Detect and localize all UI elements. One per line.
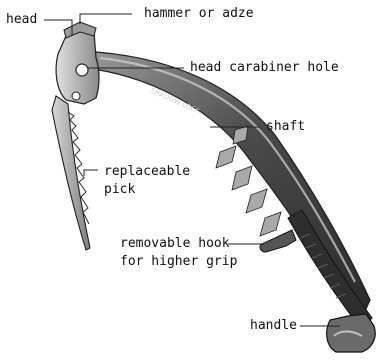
- handle-spike: [327, 314, 376, 352]
- label-pick-line2: pick: [104, 182, 135, 198]
- label-hook-line1: removable hook: [120, 236, 230, 252]
- head-hole-lower: [72, 92, 80, 100]
- leader-hammer: [80, 14, 132, 24]
- label-hammer: hammer or adze: [144, 6, 254, 22]
- label-shaft: shaft: [266, 119, 305, 135]
- label-carabiner: head carabiner hole: [190, 60, 339, 76]
- label-hook-line2: for higher grip: [120, 254, 237, 270]
- label-handle: handle: [250, 318, 297, 334]
- leader-pick: [84, 170, 98, 176]
- label-pick-line1: replaceable: [104, 164, 190, 180]
- label-head: head: [6, 12, 37, 28]
- carabiner-hole: [76, 64, 88, 76]
